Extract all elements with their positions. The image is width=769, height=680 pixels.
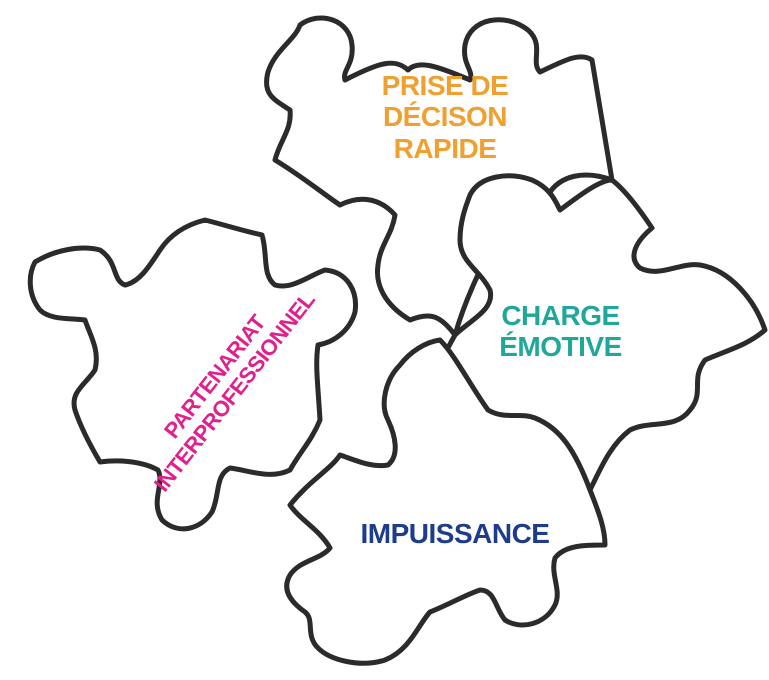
- label-top: PRISE DE DÉCISON RAPIDE: [360, 70, 530, 164]
- label-right: CHARGE ÉMOTIVE: [488, 300, 633, 363]
- label-top-line-3: RAPIDE: [393, 132, 497, 164]
- label-bottom-line-1: IMPUISSANCE: [360, 518, 550, 549]
- label-right-line-1: CHARGE: [501, 300, 620, 331]
- puzzle-piece-right: [433, 173, 768, 493]
- label-top-line-1: PRISE DE: [381, 70, 509, 101]
- label-bottom: IMPUISSANCE: [340, 518, 570, 549]
- label-top-line-2: DÉCISON: [382, 101, 508, 133]
- puzzle-piece-bottom: [284, 337, 608, 666]
- label-right-line-2: ÉMOTIVE: [499, 331, 622, 363]
- puzzle-piece-left: [27, 217, 359, 532]
